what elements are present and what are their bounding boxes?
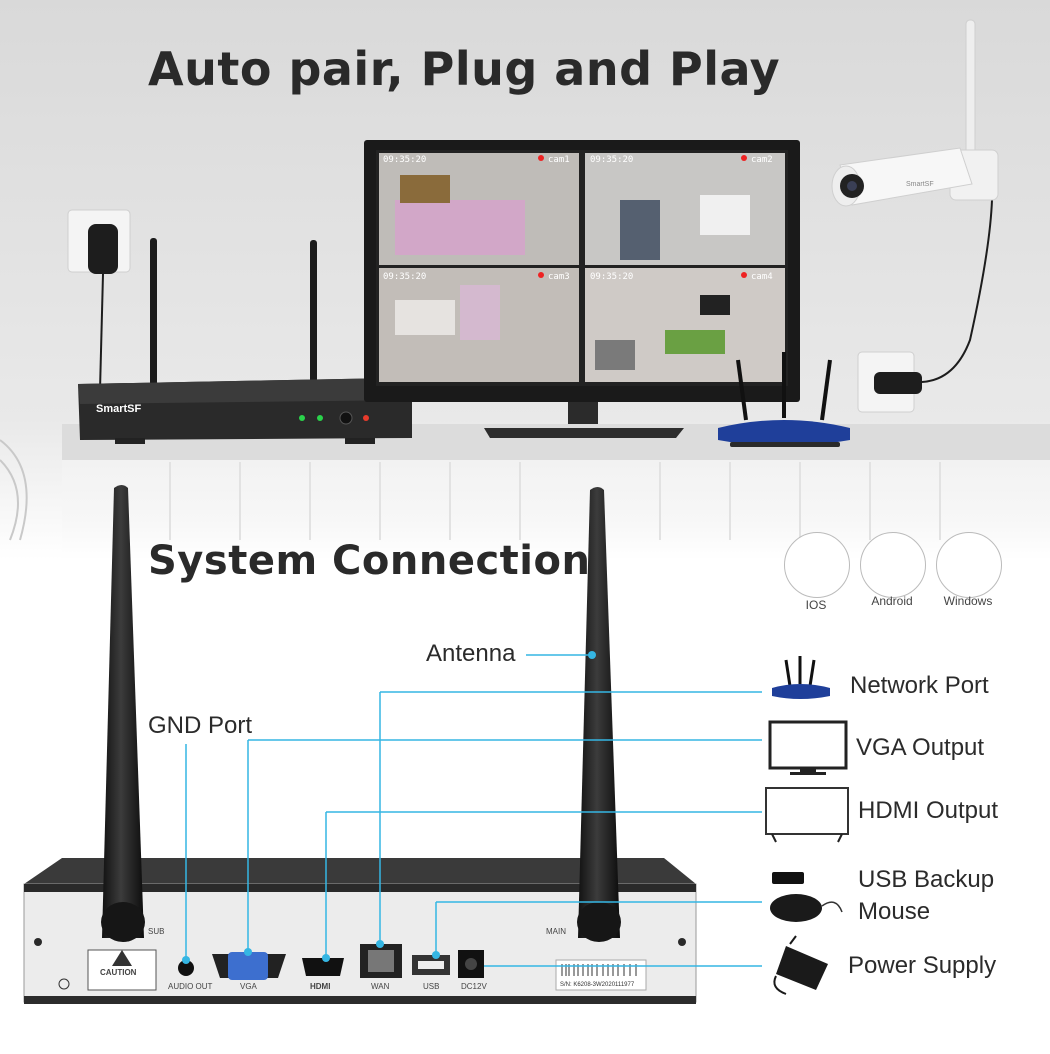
svg-text:09:35:20: 09:35:20 <box>383 272 426 282</box>
windows-badge <box>936 532 1002 598</box>
svg-text:cam4: cam4 <box>751 272 773 282</box>
router-icon <box>772 656 830 699</box>
hdmi-monitor-icon <box>765 787 849 843</box>
ios-badge <box>784 532 850 598</box>
power-adapter-icon <box>773 935 828 995</box>
caution-label: CAUTION <box>100 968 137 977</box>
hdmi-output-label: HDMI Output <box>858 797 999 824</box>
svg-text:cam2: cam2 <box>751 155 773 165</box>
antenna-left <box>101 485 145 942</box>
svg-text:09:35:20: 09:35:20 <box>383 155 426 165</box>
sub-label: SUB <box>148 927 164 936</box>
nvr-antenna-right <box>310 240 317 388</box>
camera-tile-3: 09:35:20 cam3 <box>379 268 579 382</box>
svg-text:SmartSF: SmartSF <box>906 181 934 188</box>
wall-outlet-right <box>857 199 993 413</box>
gnd-port-label: GND Port <box>148 712 253 739</box>
usb-backup-label: USB Backup <box>858 866 995 893</box>
ios-label: IOS <box>805 598 827 612</box>
network-port-label: Network Port <box>850 672 989 699</box>
wan-label: WAN <box>371 982 390 991</box>
nvr-unit: SmartSF <box>78 238 412 444</box>
svg-text:cam3: cam3 <box>548 272 570 282</box>
nvr-antenna-left <box>150 238 157 388</box>
callout-dots <box>182 651 596 964</box>
callout-lines <box>185 654 762 967</box>
hdmi-label: HDMI <box>310 982 330 991</box>
serial-label: S/N: K6208-3W2020111977 <box>560 982 635 988</box>
antenna-label: Antenna <box>426 640 516 667</box>
dc-label: DC12V <box>461 982 487 991</box>
android-label: Android <box>871 594 913 608</box>
usb-label: USB <box>423 982 439 991</box>
svg-text:09:35:20: 09:35:20 <box>590 155 633 165</box>
windows-label: Windows <box>943 594 993 608</box>
router-top <box>718 352 850 447</box>
nvr-rear-panel: CAUTION AUDIO OUT VGA HDMI WAN USB DC12V <box>23 858 697 1004</box>
antenna-right <box>577 487 621 942</box>
android-badge <box>860 532 926 598</box>
camera-tile-4: 09:35:20 cam4 <box>585 268 785 382</box>
audio-out-label: AUDIO OUT <box>168 982 213 991</box>
usb-mouse-icon <box>770 872 843 922</box>
power-supply-label: Power Supply <box>848 952 997 979</box>
nvr-brand-label: SmartSF <box>96 403 142 415</box>
svg-text:09:35:20: 09:35:20 <box>590 272 633 282</box>
section-title: System Connection <box>148 538 591 584</box>
wall-outlet-left <box>67 209 131 391</box>
vga-label: VGA <box>240 982 258 991</box>
camera-tile-2: 09:35:20 cam2 <box>585 153 785 265</box>
camera-tile-1: 09:35:20 cam1 <box>379 153 579 265</box>
monitor: 09:35:20 cam1 09:35:20 cam2 09:35:20 cam… <box>364 140 800 438</box>
svg-text:cam1: cam1 <box>548 155 570 165</box>
mouse-label: Mouse <box>858 898 931 925</box>
vga-monitor-icon <box>768 720 848 775</box>
vga-output-label: VGA Output <box>856 734 985 761</box>
bullet-camera: SmartSF <box>831 19 999 207</box>
main-label: MAIN <box>546 927 566 936</box>
decor-arcs <box>0 439 28 541</box>
page-headline: Auto pair, Plug and Play <box>148 42 781 96</box>
